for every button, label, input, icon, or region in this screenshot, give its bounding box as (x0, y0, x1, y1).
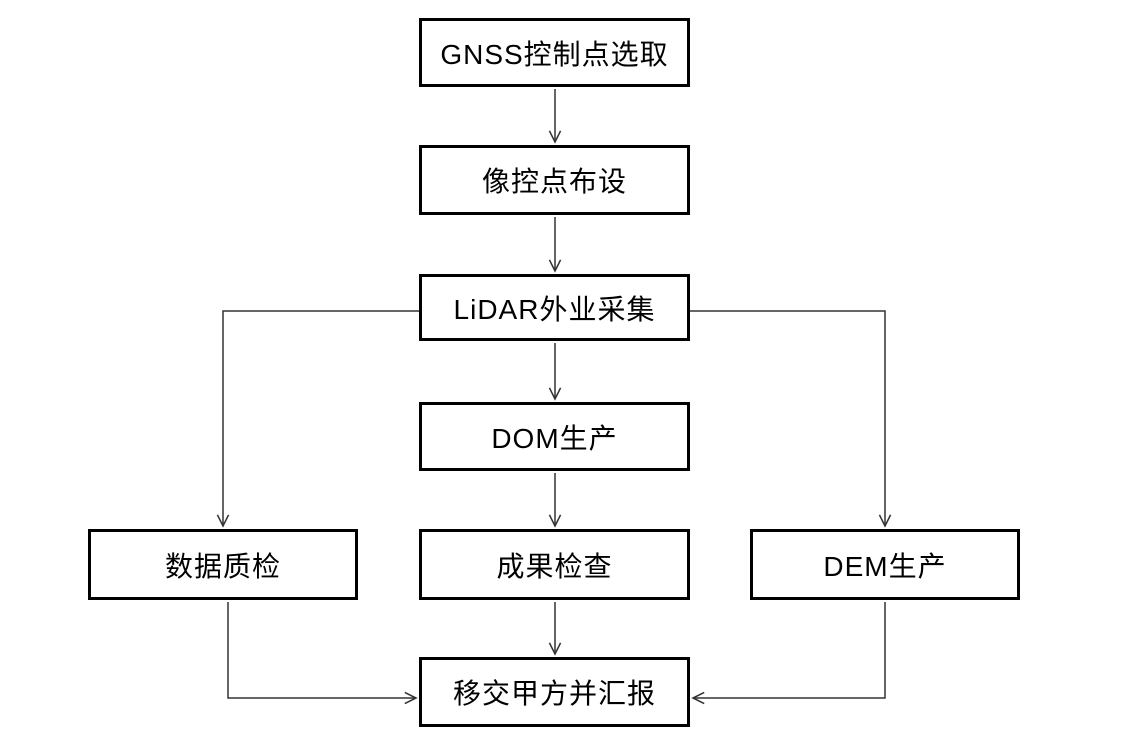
node-label: 成果检查 (496, 550, 613, 582)
node-label: DOM生产 (491, 422, 618, 454)
node-label: 像控点布设 (481, 166, 627, 197)
node-lidar-field-collection: LiDAR外业采集 (419, 274, 690, 341)
edge-lidar-to-shuju (223, 310, 419, 526)
node-result-inspection: 成果检查 (419, 529, 690, 600)
node-label: DEM生产 (823, 550, 947, 582)
node-label: 移交甲方并汇报 (452, 678, 656, 709)
edge-lidar-to-dem (690, 310, 885, 526)
node-data-quality-check: 数据质检 (88, 529, 358, 600)
node-dom-production: DOM生产 (419, 402, 690, 471)
node-image-control-point-layout: 像控点布设 (419, 145, 690, 215)
node-handover-and-report: 移交甲方并汇报 (419, 657, 690, 727)
edge-dem-to-yijiao (693, 602, 886, 698)
node-label: 数据质检 (164, 550, 281, 582)
node-label: LiDAR外业采集 (453, 293, 656, 325)
node-gnss-control-point-selection: GNSS控制点选取 (419, 18, 690, 87)
edge-shuju-to-yijiao (227, 602, 416, 698)
node-label: GNSS控制点选取 (440, 38, 669, 70)
node-dem-production: DEM生产 (750, 529, 1020, 600)
